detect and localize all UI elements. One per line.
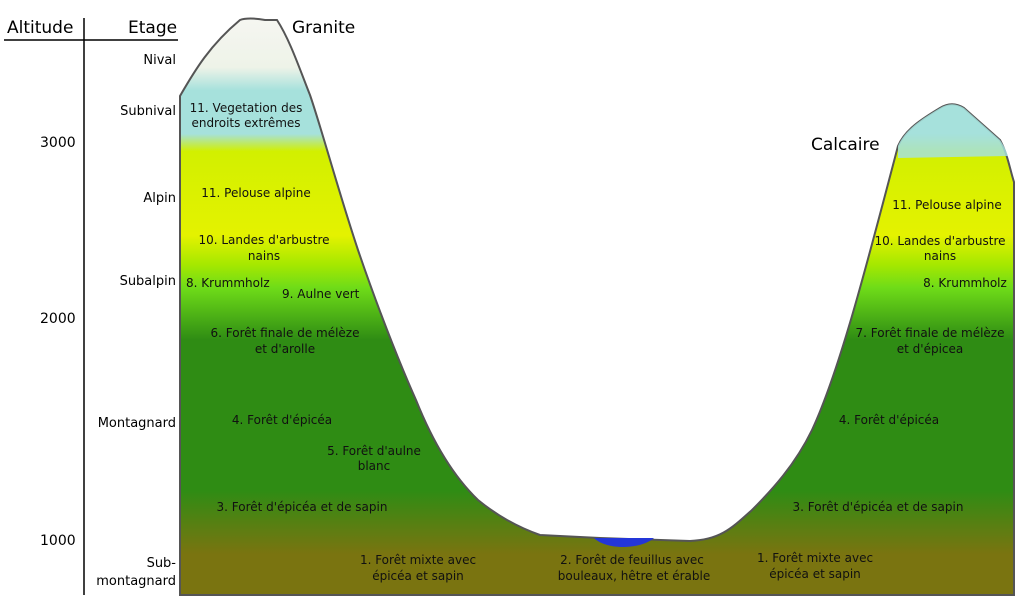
granite-label: Granite <box>292 18 355 38</box>
zone-pelouse-left: 11. Pelouse alpine <box>201 186 310 200</box>
altitude-2000: 2000 <box>40 311 76 327</box>
zone-6-line1: 6. Forêt finale de mélèze <box>211 326 360 340</box>
zone-1-left-line2: épicéa et sapin <box>372 569 464 583</box>
zone-3-left: 3. Forêt d'épicéa et de sapin <box>217 500 388 514</box>
zone-2-line2: bouleaux, hêtre et érable <box>558 569 710 583</box>
altitude-header: Altitude <box>7 18 73 38</box>
etage-submontagnard-1: Sub- <box>147 556 177 571</box>
etage-submontagnard-2: montagnard <box>96 574 176 589</box>
zone-4-left: 4. Forêt d'épicéa <box>232 413 332 427</box>
zone-4-right: 4. Forêt d'épicéa <box>839 413 939 427</box>
zone-1-right-line1: 1. Forêt mixte avec <box>757 551 873 565</box>
zone-5-line1: 5. Forêt d'aulne <box>327 444 421 458</box>
zone-krummholz-right: 8. Krummholz <box>923 276 1007 290</box>
etage-montagnard: Montagnard <box>98 416 176 431</box>
zone-6-line2: et d'arolle <box>255 342 315 356</box>
etage-subalpin: Subalpin <box>120 274 176 289</box>
altitude-3000: 3000 <box>40 135 76 151</box>
altitude-1000: 1000 <box>40 533 76 549</box>
zone-1-right-line2: épicéa et sapin <box>769 567 861 581</box>
etage-header: Etage <box>128 18 177 38</box>
right-peak-cap <box>898 104 1008 158</box>
zone-2-line1: 2. Forêt de feuillus avec <box>560 553 704 567</box>
etage-subnival: Subnival <box>120 104 176 119</box>
zone-aulne-vert: 9. Aulne vert <box>282 287 360 301</box>
zone-landes-left-line2: nains <box>248 249 280 263</box>
zone-landes-right-line2: nains <box>924 249 956 263</box>
zone-5-line2: blanc <box>358 459 391 473</box>
zone-krummholz-left: 8. Krummholz <box>186 276 270 290</box>
zone-11-extreme-line1: 11. Vegetation des <box>190 101 303 115</box>
zone-11-extreme-line2: endroits extrêmes <box>191 116 300 130</box>
zone-pelouse-right: 11. Pelouse alpine <box>892 198 1001 212</box>
zone-7-line2: et d'épicea <box>897 342 964 356</box>
etage-alpin: Alpin <box>143 191 176 206</box>
zone-7-line1: 7. Forêt finale de mélèze <box>856 326 1005 340</box>
zone-1-left-line1: 1. Forêt mixte avec <box>360 553 476 567</box>
valley-lake <box>594 538 654 547</box>
zone-landes-left-line1: 10. Landes d'arbustre <box>198 233 329 247</box>
zone-landes-right-line1: 10. Landes d'arbustre <box>874 234 1005 248</box>
zone-3-right: 3. Forêt d'épicéa et de sapin <box>793 500 964 514</box>
calcaire-label: Calcaire <box>811 135 880 155</box>
etage-nival: Nival <box>143 53 176 68</box>
